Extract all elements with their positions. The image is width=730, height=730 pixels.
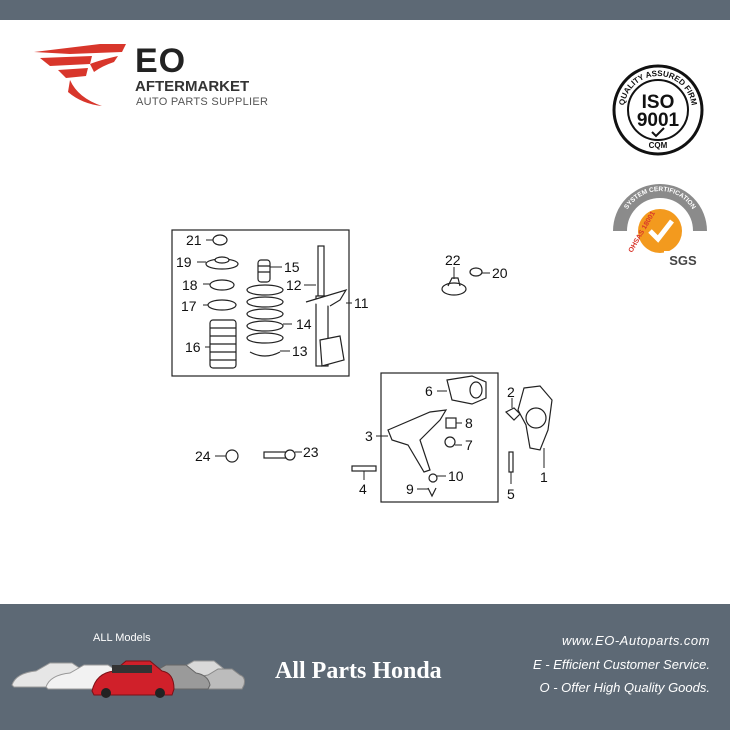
footer-title: All Parts Honda — [275, 658, 442, 684]
top-bar — [0, 0, 730, 20]
iso-number: 9001 — [637, 110, 680, 131]
callout-12: 12 — [286, 277, 302, 293]
eo-logo: EO AFTERMARKET AUTO PARTS SUPPLIER — [30, 40, 270, 120]
car-lineup-image — [11, 660, 245, 698]
callout-7: 7 — [465, 437, 473, 453]
brand-subtitle: AFTERMARKET — [135, 78, 250, 95]
callout-16: 16 — [185, 339, 201, 355]
callout-8: 8 — [465, 415, 473, 431]
callout-18: 18 — [182, 277, 198, 293]
brand-name: EO — [135, 42, 187, 80]
check-icon — [651, 127, 665, 138]
footer-bar: ALL Models All Parts Honda www.EO-Autopa… — [0, 604, 730, 730]
eo-wing-icon — [34, 44, 126, 106]
website-link[interactable]: www.EO-Autoparts.com — [562, 633, 710, 648]
callout-21: 21 — [186, 232, 202, 248]
callout-14: 14 — [296, 316, 312, 332]
callout-15: 15 — [284, 259, 300, 275]
callout-22: 22 — [445, 252, 461, 268]
callout-5: 5 — [507, 486, 515, 502]
callout-13: 13 — [292, 343, 308, 359]
callout-6: 6 — [425, 383, 433, 399]
callout-1: 1 — [540, 469, 548, 485]
callout-9: 9 — [406, 481, 414, 497]
parts-diagram: 21 19 18 17 16 15 12 11 14 13 22 20 6 2 … — [171, 229, 553, 503]
callout-3: 3 — [365, 428, 373, 444]
sgs-mark: SGS — [669, 253, 697, 268]
slogan-efficient: E - Efficient Customer Service. — [533, 657, 710, 672]
callout-24: 24 — [195, 448, 211, 464]
callout-11: 11 — [354, 295, 369, 311]
iso-main: ISO — [642, 92, 675, 113]
sgs-check-icon — [648, 219, 674, 243]
callout-19: 19 — [176, 254, 192, 270]
callout-20: 20 — [492, 265, 508, 281]
callout-23: 23 — [303, 444, 319, 460]
brand-tagline: AUTO PARTS SUPPLIER — [136, 96, 269, 108]
slogan-offer: O - Offer High Quality Goods. — [539, 680, 710, 695]
sgs-ohsas-badge: SYSTEM CERTIFICATION OHSAS 18001 SGS — [612, 183, 707, 273]
callout-2: 2 — [507, 384, 515, 400]
lower-arm-group-box — [380, 372, 499, 503]
callout-4: 4 — [359, 481, 367, 497]
callout-10: 10 — [448, 468, 464, 484]
all-models-label: ALL Models — [93, 632, 151, 644]
iso-9001-badge: QUALITY ASSURED FIRM ISO 9001 CQM — [610, 62, 705, 157]
callout-17: 17 — [181, 298, 197, 314]
iso-bottom: CQM — [649, 141, 668, 150]
